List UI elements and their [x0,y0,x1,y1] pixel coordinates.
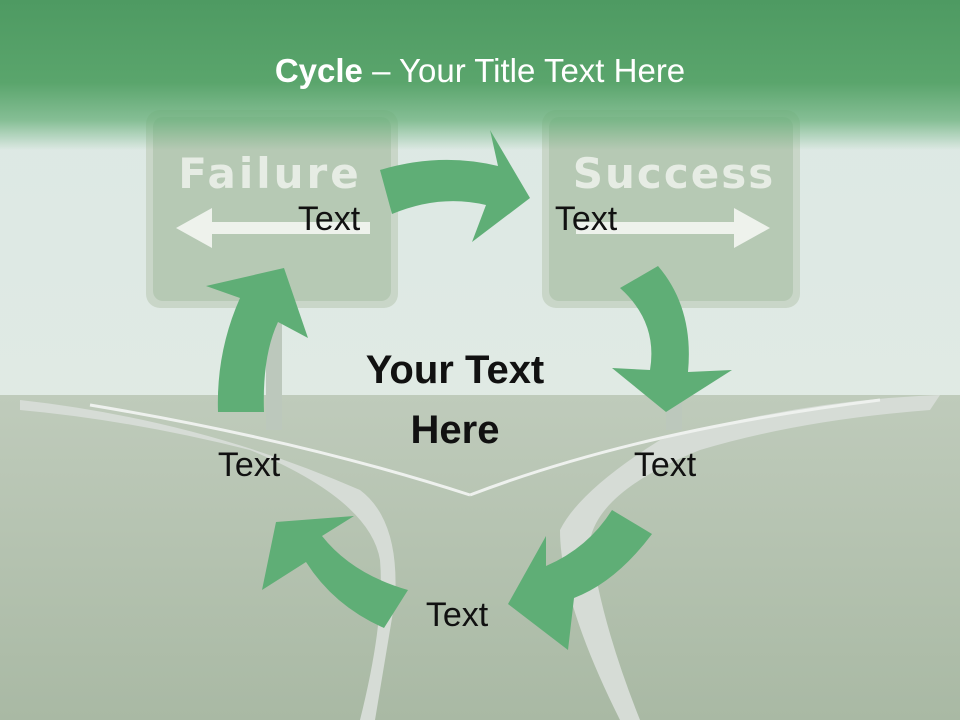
grass-field [0,395,960,720]
slide-title: Cycle – Your Title Text Here [0,52,960,90]
cycle-arrow-lower-right [508,510,652,650]
left-arrow-icon [176,208,370,248]
cycle-label-top-right: Text [554,200,618,238]
center-text-line1: Your Text [365,348,545,392]
success-sign: Success [542,110,800,308]
right-arrow-icon [576,208,770,248]
cycle-label-bottom: Text [425,596,489,634]
road-lane-left [89,403,471,497]
cycle-arrow-top [380,130,530,242]
cycle-arrow-right [612,266,732,412]
title-rest: – Your Title Text Here [362,52,686,89]
title-bold: Cycle [274,52,363,89]
failure-sign-text: Failure [178,149,361,198]
cycle-label-top-left: Text [297,200,361,238]
cycle-label-right: Text [633,446,697,484]
center-text: Your Text Here [305,340,605,460]
road-lane-right [469,398,881,497]
failure-sign: Failure [146,110,398,308]
center-text-line2: Here [410,408,500,452]
success-sign-text: Success [573,149,775,198]
title-bar [0,0,960,150]
cycle-arrow-lower-left [262,516,408,628]
cycle-arrows [206,130,732,650]
cycle-label-left: Text [217,446,281,484]
cycle-arrow-left [206,268,308,412]
